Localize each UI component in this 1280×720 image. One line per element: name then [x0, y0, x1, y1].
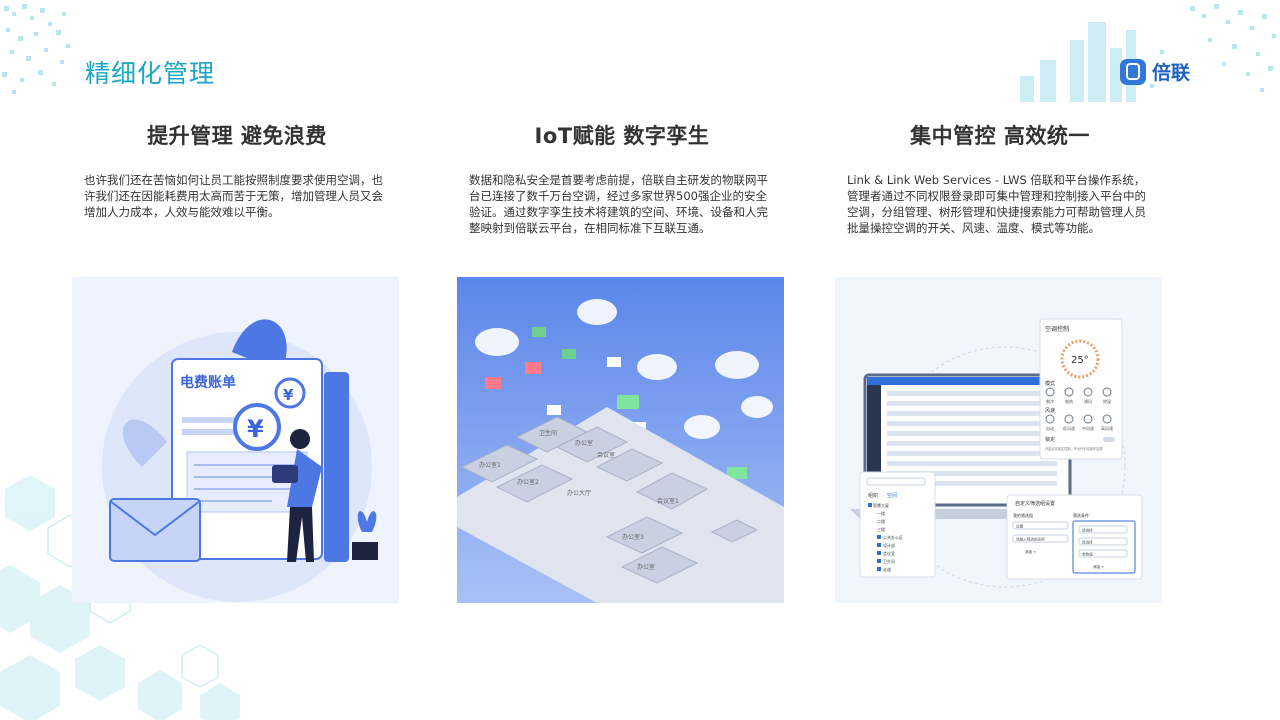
- brand-logo: 倍联: [1120, 58, 1190, 85]
- svg-text:办公大厅: 办公大厅: [567, 489, 591, 497]
- svg-text:办公室: 办公室: [575, 439, 593, 447]
- bottom-left-hexagon-decoration: [0, 475, 240, 720]
- digital-twin-building-illustration: 卫生间 办公室 会议室 办公室1 办公室2 办公大厅 会议室1 办公室3 办公室: [457, 277, 784, 603]
- svg-text:筛选条件: 筛选条件: [1073, 512, 1089, 518]
- svg-text:请输入筛选组名称: 请输入筛选组名称: [1016, 537, 1045, 542]
- potted-plant: [352, 511, 378, 560]
- svg-text:添加 +: 添加 +: [1025, 549, 1036, 554]
- envelope-icon: [109, 498, 201, 562]
- svg-text:走道: 走道: [883, 566, 891, 572]
- svg-text:制热: 制热: [1065, 398, 1073, 404]
- platform-dashboard-illustration: 空调控制 25° 模式 制冷 制热 通风 除湿 风速 自动: [835, 277, 1162, 603]
- svg-text:请选择: 请选择: [1082, 540, 1093, 545]
- svg-text:请选择: 请选择: [1082, 528, 1093, 533]
- svg-text:通风: 通风: [1084, 398, 1092, 404]
- feature-column-centralized-control: 集中管控 高效统一 Link & Link Web Services - LWS…: [835, 120, 1165, 603]
- svg-text:会议室1: 会议室1: [657, 497, 679, 505]
- feature-title: 提升管理 避免浪费: [147, 124, 327, 148]
- feature-title: IoT赋能 数字孪生: [534, 124, 710, 148]
- feature-description: 数据和隐私安全是首要考虑前提，倍联自主研发的物联网平台已连接了数千万台空调，经过…: [469, 173, 768, 235]
- svg-text:制冷: 制冷: [1046, 398, 1054, 404]
- yen-coin-icon: ¥: [247, 415, 264, 443]
- electricity-bill-illustration: 电费账单 ¥ ¥: [72, 277, 399, 603]
- feature-title: 集中管控 高效统一: [910, 124, 1090, 148]
- svg-text:会议室: 会议室: [597, 451, 615, 459]
- bill-label: 电费账单: [180, 374, 236, 391]
- brand-logo-text: 倍联: [1152, 62, 1191, 84]
- feature-column-management: 提升管理 避免浪费 也许我们还在苦恼如何让员工能按照制度要求使用空调，也许我们还…: [72, 120, 402, 603]
- svg-text:低风速: 低风速: [1063, 425, 1075, 431]
- svg-text:智慧大厦: 智慧大厦: [873, 502, 889, 508]
- svg-text:空调控制: 空调控制: [1045, 325, 1069, 333]
- svg-text:高风速: 高风速: [1101, 425, 1113, 431]
- feature-description: 也许我们还在苦恼如何让员工能按照制度要求使用空调，也许我们还在因能耗费用太高而苦…: [84, 173, 383, 219]
- feature-column-iot: IoT赋能 数字孪生 数据和隐私安全是首要考虑前提，倍联自主研发的物联网平台已连…: [457, 120, 787, 603]
- svg-text:卫生间: 卫生间: [883, 558, 895, 564]
- svg-text:空间: 空间: [887, 492, 897, 499]
- svg-text:三楼: 三楼: [877, 526, 885, 532]
- svg-text:一楼: 一楼: [877, 510, 885, 516]
- page-title: 精细化管理: [85, 59, 216, 88]
- svg-text:办公室3: 办公室3: [622, 533, 644, 541]
- person-figure: [272, 429, 322, 562]
- top-right-city-decoration: [1020, 4, 1276, 102]
- svg-text:添加 +: 添加 +: [1093, 564, 1104, 569]
- svg-text:模式: 模式: [1045, 380, 1055, 387]
- svg-text:卫生间: 卫生间: [539, 429, 557, 437]
- svg-text:参数值: 参数值: [1082, 552, 1093, 557]
- svg-text:除湿: 除湿: [1103, 398, 1111, 404]
- svg-text:中风速: 中风速: [1082, 425, 1094, 431]
- temperature-readout: 25°: [1071, 355, 1089, 366]
- svg-text:公共办公区: 公共办公区: [883, 534, 903, 540]
- svg-text:办公室1: 办公室1: [479, 461, 501, 469]
- svg-text:自动: 自动: [1046, 425, 1054, 431]
- svg-text:风速: 风速: [1045, 408, 1055, 414]
- svg-text:组织: 组织: [868, 492, 878, 499]
- svg-text:自定义筛选组设置: 自定义筛选组设置: [1015, 500, 1055, 507]
- cloud-icons: [475, 299, 773, 439]
- svg-text:锁定: 锁定: [1045, 436, 1055, 443]
- yen-small-coin-icon: ¥: [283, 386, 294, 404]
- svg-text:办公室2: 办公室2: [517, 478, 539, 486]
- ac-control-panel: 空调控制 25° 模式 制冷 制热 通风 除湿 风速 自动: [1039, 318, 1123, 460]
- svg-text:设置: 设置: [1016, 524, 1024, 529]
- svg-text:二楼: 二楼: [877, 518, 885, 524]
- svg-text:会议室: 会议室: [883, 550, 895, 556]
- custom-filter-panel: 自定义筛选组设置 我的筛选组 筛选条件 设置 请输入筛选组名称 添加 + 请选择…: [1006, 494, 1143, 580]
- room-labels: 卫生间 办公室 会议室 办公室1 办公室2 办公大厅 会议室1 办公室3 办公室: [479, 429, 679, 571]
- top-left-pixel-decoration: [2, 4, 70, 94]
- svg-text:设计部: 设计部: [883, 542, 895, 548]
- svg-text:办公室: 办公室: [637, 563, 655, 571]
- brand-logo-icon: [1120, 58, 1146, 85]
- feature-description: Link & Link Web Services - LWS 倍联和平台操作系统…: [847, 173, 1146, 235]
- svg-text:开启后将锁定控制，不允许手动操作空调: 开启后将锁定控制，不允许手动操作空调: [1045, 446, 1102, 451]
- svg-text:我的筛选组: 我的筛选组: [1013, 512, 1033, 518]
- device-tree-panel: 组织 空间 智慧大厦 一楼 二楼 三楼 公共办公区 设计部 会议室 卫生间 走道: [859, 471, 936, 578]
